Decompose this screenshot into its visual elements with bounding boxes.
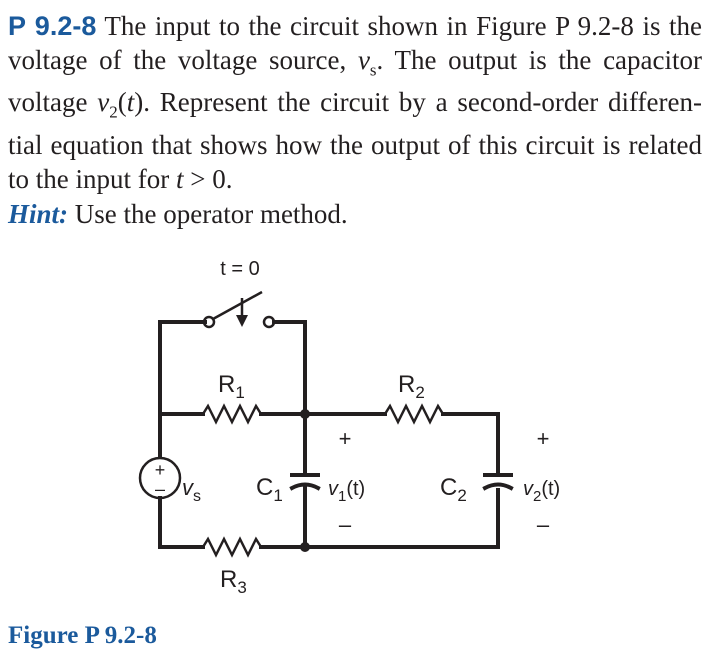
var-v2: v [97,87,110,118]
var-v2-sub: 2 [109,102,118,122]
problem-text-5: > 0. [183,163,233,194]
problem-number: P 9.2-8 [8,11,97,41]
var-vs: v [357,44,370,75]
source-plus: + [155,460,166,480]
vs-label: vs [182,475,201,505]
hint-label: Hint: [8,199,69,229]
r1-resistor [201,403,263,425]
c2-label: C2 [440,474,467,505]
switch-arrow-head [236,315,248,327]
problem-text-1: The input to the circuit shown in Figure… [8,11,702,75]
r3-label: R3 [220,566,247,597]
hint: Hint: Use the operator method. [8,198,348,231]
circuit-diagram: t = 0 R1 R2 + – vs R3 C1 + v1(t) – C2 + … [138,258,560,597]
wire-left-lower [158,496,205,549]
wire-top-left [158,320,207,416]
c1-label: C1 [256,474,283,505]
v2-minus: – [537,512,550,537]
wire-top-right [272,320,307,416]
switch-terminal-left [202,315,216,329]
r1-label: R1 [218,371,245,402]
problem-statement: P 9.2-8 The input to the circuit shown i… [8,10,702,196]
c2-plate-bottom [482,482,514,491]
var-t-2: t [175,163,184,194]
problem-text-4: ). Represent the circuit by a second-ord… [8,87,702,194]
r2-resistor [383,403,445,425]
v1-label: v1(t) [328,478,365,505]
r2-label: R2 [398,371,425,402]
figure-caption: Figure P 9.2-8 [8,622,157,649]
problem-text-3: ( [117,87,127,118]
var-vs-sub: s [369,59,377,79]
v2-plus: + [537,426,550,451]
r2-wire-right [441,412,500,477]
r3-wire-right [259,488,500,549]
problem-text-2: . The output is the capacitor voltage [8,44,703,118]
switch-label: t = 0 [220,258,259,280]
switch-blade [212,290,263,321]
v1-minus: – [339,512,352,537]
source-minus: – [155,479,165,499]
r3-resistor [201,536,263,558]
v2-label: v2(t) [523,478,560,505]
var-t: t [126,87,135,118]
v1-plus: + [339,426,352,451]
hint-text: Use the operator method. [68,199,348,229]
